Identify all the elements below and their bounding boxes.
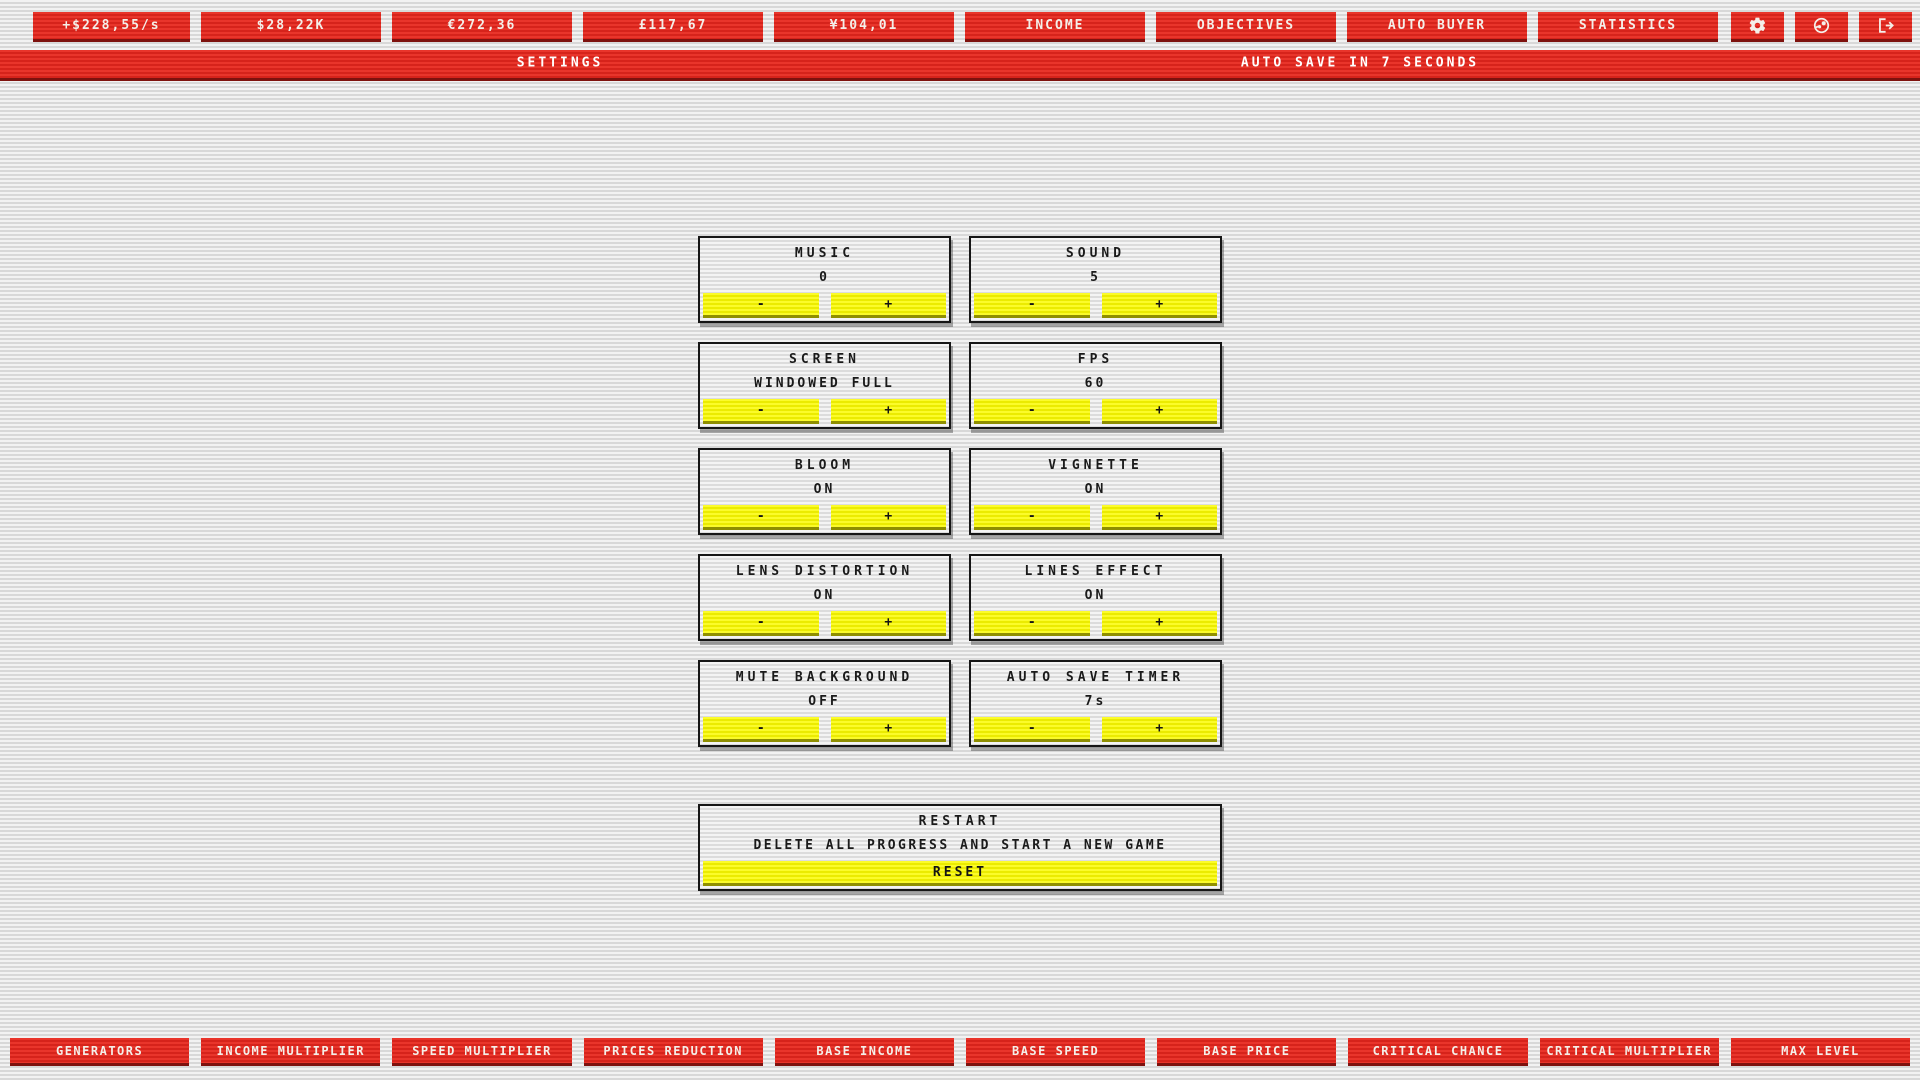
tab-auto-buyer[interactable]: AUTO BUYER — [1347, 12, 1527, 42]
tab-statistics[interactable]: STATISTICS — [1538, 12, 1718, 42]
auto-save-timer-minus-button[interactable]: - — [974, 717, 1090, 742]
exit-icon — [1876, 16, 1895, 35]
tab-max-level[interactable]: MAX LEVEL — [1730, 1038, 1911, 1066]
tab-objectives[interactable]: OBJECTIVES — [1156, 12, 1336, 42]
header-bar: SETTINGS AUTO SAVE IN 7 SECONDS — [0, 50, 1920, 81]
setting-value: 60 — [1084, 376, 1107, 391]
stepper: - + — [974, 399, 1217, 424]
setting-panel-screen: SCREEN WINDOWED FULL - + — [698, 342, 951, 429]
setting-value: OFF — [808, 694, 841, 709]
tab-prices-reduction[interactable]: PRICES REDUCTION — [583, 1038, 763, 1066]
settings-panels-grid: MUSIC 0 - + SOUND 5 - + SCREEN WINDOWED … — [698, 236, 1222, 747]
vignette-minus-button[interactable]: - — [974, 505, 1090, 530]
mute-background-plus-button[interactable]: + — [830, 717, 946, 742]
mute-background-minus-button[interactable]: - — [703, 717, 819, 742]
setting-title: MUSIC — [794, 246, 855, 261]
setting-panel-music: MUSIC 0 - + — [698, 236, 951, 323]
steam-icon — [1812, 16, 1831, 35]
lens-distortion-minus-button[interactable]: - — [703, 611, 819, 636]
fps-plus-button[interactable]: + — [1101, 399, 1217, 424]
bloom-plus-button[interactable]: + — [830, 505, 946, 530]
screen-minus-button[interactable]: - — [703, 399, 819, 424]
sound-plus-button[interactable]: + — [1101, 293, 1217, 318]
setting-panel-fps: FPS 60 - + — [969, 342, 1222, 429]
music-plus-button[interactable]: + — [830, 293, 946, 318]
stepper: - + — [974, 611, 1217, 636]
reset-button[interactable]: RESET — [703, 861, 1217, 886]
setting-title: FPS — [1077, 352, 1114, 367]
lens-distortion-plus-button[interactable]: + — [830, 611, 946, 636]
bloom-minus-button[interactable]: - — [703, 505, 819, 530]
auto-save-timer-plus-button[interactable]: + — [1101, 717, 1217, 742]
settings-button[interactable] — [1731, 12, 1784, 42]
stepper: - + — [974, 717, 1217, 742]
steam-button[interactable] — [1795, 12, 1848, 42]
exit-button[interactable] — [1859, 12, 1912, 42]
tab-critical-multiplier[interactable]: CRITICAL MULTIPLIER — [1539, 1038, 1719, 1066]
setting-panel-lines-effect: LINES EFFECT ON - + — [969, 554, 1222, 641]
stepper: - + — [974, 293, 1217, 318]
sound-minus-button[interactable]: - — [974, 293, 1090, 318]
fps-minus-button[interactable]: - — [974, 399, 1090, 424]
setting-value: WINDOWED FULL — [754, 376, 895, 391]
setting-panel-auto-save-timer: AUTO SAVE TIMER 7s - + — [969, 660, 1222, 747]
setting-value: ON — [813, 482, 836, 497]
dollar-balance-display: $28,22K — [201, 12, 381, 42]
setting-title: LENS DISTORTION — [735, 564, 914, 579]
tab-base-speed[interactable]: BASE SPEED — [966, 1038, 1146, 1066]
restart-panel: RESTART DELETE ALL PROGRESS AND START A … — [698, 804, 1222, 891]
stepper: - + — [703, 611, 946, 636]
setting-title: SCREEN — [789, 352, 860, 367]
setting-title: MUTE BACKGROUND — [735, 670, 914, 685]
setting-title: BLOOM — [794, 458, 855, 473]
tab-speed-multiplier[interactable]: SPEED MULTIPLIER — [392, 1038, 572, 1066]
autosave-status: AUTO SAVE IN 7 SECONDS — [1240, 55, 1480, 71]
stepper: - + — [703, 505, 946, 530]
setting-value: 5 — [1090, 270, 1101, 285]
tab-base-price[interactable]: BASE PRICE — [1157, 1038, 1337, 1066]
tab-income-multiplier[interactable]: INCOME MULTIPLIER — [201, 1038, 381, 1066]
setting-panel-mute-background: MUTE BACKGROUND OFF - + — [698, 660, 951, 747]
income-per-second-display: +$228,55/s — [33, 12, 190, 42]
setting-value: 0 — [819, 270, 830, 285]
page-title: SETTINGS — [516, 55, 604, 71]
setting-value: ON — [813, 588, 836, 603]
setting-value: ON — [1084, 482, 1107, 497]
setting-panel-sound: SOUND 5 - + — [969, 236, 1222, 323]
tab-critical-chance[interactable]: CRITICAL CHANCE — [1348, 1038, 1528, 1066]
setting-panel-vignette: VIGNETTE ON - + — [969, 448, 1222, 535]
restart-title: RESTART — [918, 814, 1002, 829]
tab-income[interactable]: INCOME — [965, 12, 1145, 42]
lines-effect-plus-button[interactable]: + — [1101, 611, 1217, 636]
lines-effect-minus-button[interactable]: - — [974, 611, 1090, 636]
top-bar: +$228,55/s $28,22K €272,36 £117,67 ¥104,… — [33, 12, 1912, 42]
setting-value: ON — [1084, 588, 1107, 603]
setting-title: LINES EFFECT — [1024, 564, 1167, 579]
gear-icon — [1748, 16, 1767, 35]
screen-plus-button[interactable]: + — [830, 399, 946, 424]
tab-generators[interactable]: GENERATORS — [10, 1038, 190, 1066]
stepper: - + — [703, 293, 946, 318]
vignette-plus-button[interactable]: + — [1101, 505, 1217, 530]
stepper: - + — [703, 399, 946, 424]
setting-title: VIGNETTE — [1048, 458, 1143, 473]
setting-panel-bloom: BLOOM ON - + — [698, 448, 951, 535]
pound-balance-display: £117,67 — [583, 12, 763, 42]
restart-description: DELETE ALL PROGRESS AND START A NEW GAME — [753, 838, 1167, 853]
yen-balance-display: ¥104,01 — [774, 12, 954, 42]
setting-value: 7s — [1084, 694, 1107, 709]
setting-title: SOUND — [1065, 246, 1126, 261]
music-minus-button[interactable]: - — [703, 293, 819, 318]
setting-panel-lens-distortion: LENS DISTORTION ON - + — [698, 554, 951, 641]
stepper: - + — [703, 717, 946, 742]
setting-title: AUTO SAVE TIMER — [1006, 670, 1185, 685]
tab-base-income[interactable]: BASE INCOME — [774, 1038, 955, 1066]
stepper: - + — [974, 505, 1217, 530]
bottom-bar: GENERATORS INCOME MULTIPLIER SPEED MULTI… — [10, 1038, 1911, 1066]
euro-balance-display: €272,36 — [392, 12, 572, 42]
